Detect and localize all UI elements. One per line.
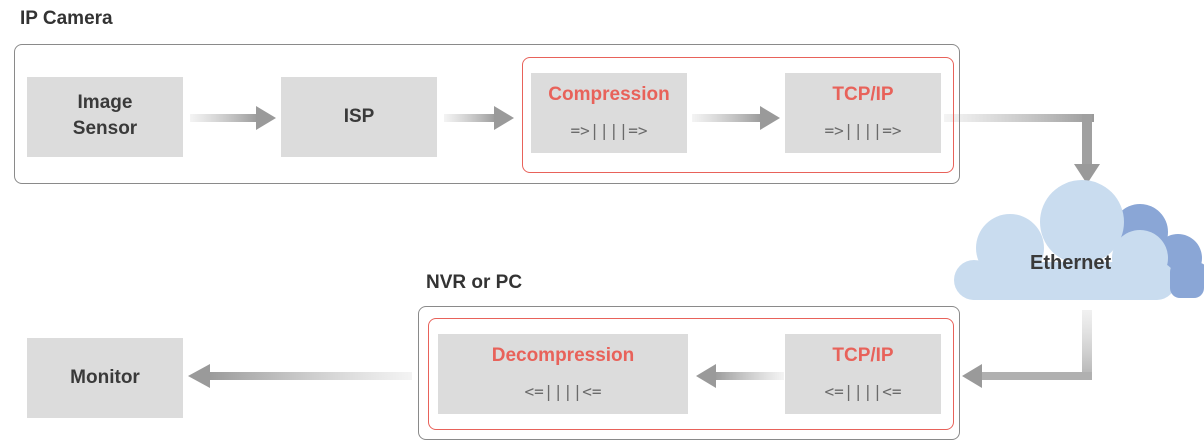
image-sensor-label-line1: Image xyxy=(77,92,133,113)
nvr-tcpip-stream-icon: <=||||<= xyxy=(824,382,902,401)
ip-camera-title: IP Camera xyxy=(20,8,113,29)
camera-tcpip-label: TCP/IP xyxy=(832,84,894,105)
nvr-processing-frame xyxy=(428,318,954,430)
ip-camera-frame xyxy=(14,44,960,184)
monitor-block: Monitor xyxy=(27,338,183,418)
nvr-tcpip-label: TCP/IP xyxy=(832,345,894,366)
decompression-stream-icon: <=||||<= xyxy=(524,382,602,401)
decompression-label: Decompression xyxy=(491,345,635,366)
compression-stream-icon: =>||||=> xyxy=(570,121,648,140)
nvr-frame xyxy=(418,306,960,440)
arrow-sensor-to-isp xyxy=(190,106,276,130)
camera-tcpip-block: TCP/IP =>||||=> xyxy=(785,73,941,153)
ethernet-label: Ethernet xyxy=(1030,252,1112,274)
image-sensor-block: Image Sensor xyxy=(27,77,183,157)
arrow-compression-to-tcpip xyxy=(692,106,780,130)
arrow-tcpip-to-decompression xyxy=(696,364,784,388)
image-sensor-label-line2: Sensor xyxy=(72,118,138,139)
arrow-camera-to-ethernet xyxy=(944,114,1100,184)
compression-block: Compression =>||||=> xyxy=(531,73,687,153)
camera-processing-frame xyxy=(522,57,954,173)
isp-block: ISP xyxy=(281,77,437,157)
arrow-isp-to-compression xyxy=(444,106,514,130)
nvr-title: NVR or PC xyxy=(426,272,523,293)
nvr-tcpip-block: TCP/IP <=||||<= xyxy=(785,334,941,414)
arrow-ethernet-to-nvr xyxy=(962,310,1092,388)
arrow-nvr-to-monitor xyxy=(188,364,412,388)
monitor-label: Monitor xyxy=(70,367,140,388)
compression-label: Compression xyxy=(548,84,670,105)
ethernet-cloud-icon xyxy=(954,180,1204,300)
camera-tcpip-stream-icon: =>||||=> xyxy=(824,121,902,140)
isp-label: ISP xyxy=(343,106,375,127)
decompression-block: Decompression <=||||<= xyxy=(438,334,688,414)
